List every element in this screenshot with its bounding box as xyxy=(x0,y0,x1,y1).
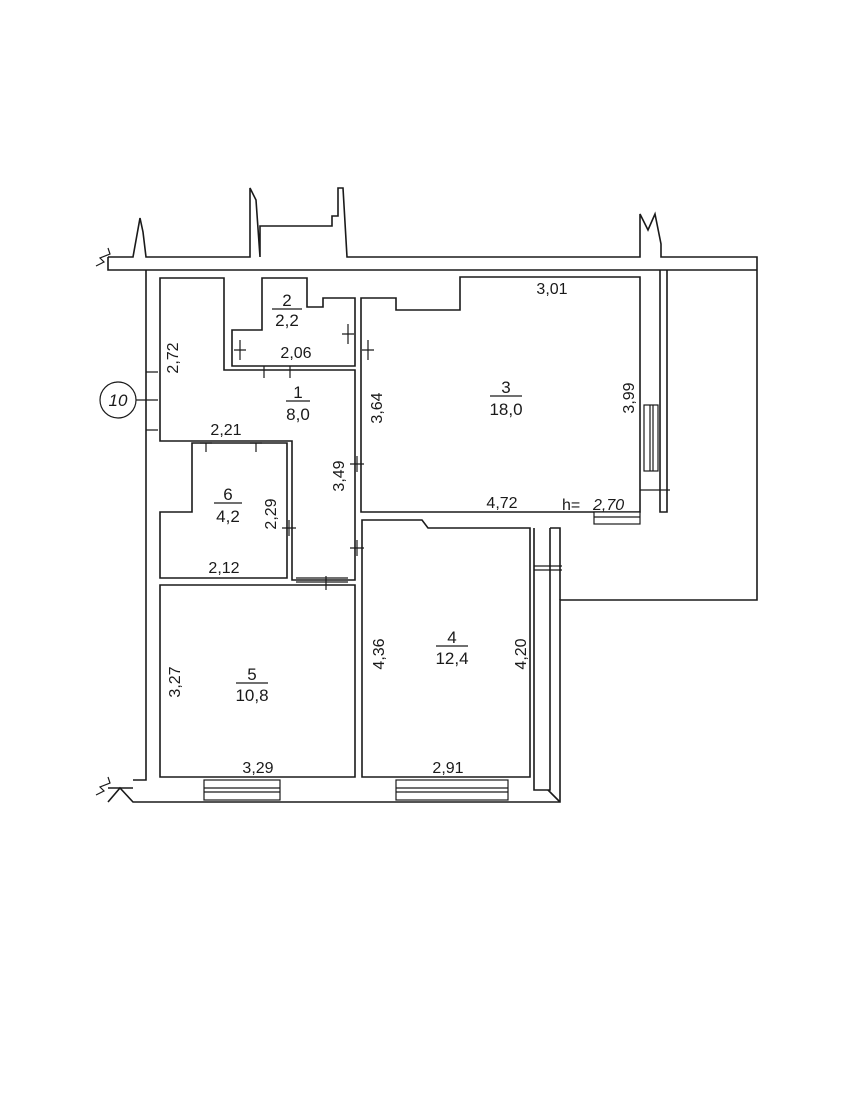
dimension-labels: 2,72 2,21 3,49 2,06 3,01 3,64 3,99 4,72 … xyxy=(165,281,638,777)
room-3-label: 3 18,0 xyxy=(489,378,522,419)
room-1-outline xyxy=(159,277,356,581)
room-5-outline xyxy=(159,584,356,778)
room-1-label: 1 8,0 xyxy=(286,383,310,424)
door-markers xyxy=(136,324,670,590)
room-3-area: 18,0 xyxy=(489,400,522,419)
room-4-outline xyxy=(361,519,531,778)
dim-room-6-bottom: 2,12 xyxy=(208,560,239,577)
dim-room-3-left: 3,64 xyxy=(369,392,386,423)
dim-room-4-left: 4,36 xyxy=(371,638,388,669)
room-1-number: 1 xyxy=(293,383,302,402)
dim-room-3-bottom: 4,72 xyxy=(486,495,517,512)
room-2-area: 2,2 xyxy=(275,311,299,330)
dim-room-5-left: 3,27 xyxy=(167,666,184,697)
ceiling-height-prefix: h= xyxy=(562,497,580,514)
room-2-label: 2 2,2 xyxy=(272,291,302,330)
room-4-number: 4 xyxy=(447,628,456,647)
dim-room-3-right: 3,99 xyxy=(621,382,638,413)
room-5-label: 5 10,8 xyxy=(235,665,268,705)
window-room-5 xyxy=(203,779,281,801)
axis-marker-circle xyxy=(99,381,137,419)
windows xyxy=(203,404,659,801)
room-6-area: 4,2 xyxy=(216,507,240,526)
room-3-outline xyxy=(360,276,641,513)
ceiling-height-label: h= 2,70 xyxy=(562,497,624,514)
window-room-3-bottom xyxy=(593,511,641,525)
room-2-outline xyxy=(231,277,356,367)
dim-room-1-left: 2,72 xyxy=(165,342,182,373)
room-3-number: 3 xyxy=(501,378,510,397)
axis-marker: 10 xyxy=(99,381,137,419)
window-room-3-side xyxy=(643,404,659,472)
dim-room-4-right: 4,20 xyxy=(513,638,530,669)
wall-break-symbols xyxy=(95,247,111,796)
room-4-label: 4 12,4 xyxy=(435,628,468,668)
room-2-number: 2 xyxy=(282,291,291,310)
dim-room-4-bottom: 2,91 xyxy=(432,760,463,777)
axis-marker-label: 10 xyxy=(109,391,128,410)
room-6-number: 6 xyxy=(223,485,232,504)
room-5-number: 5 xyxy=(247,665,256,684)
window-room-4 xyxy=(395,779,509,801)
room-6-outline xyxy=(159,442,288,579)
room-1-area: 8,0 xyxy=(286,405,310,424)
dim-room-3-top: 3,01 xyxy=(536,281,567,298)
dim-room-5-bottom: 3,29 xyxy=(242,760,273,777)
room-6-label: 6 4,2 xyxy=(214,485,242,526)
dim-room-1-right: 3,49 xyxy=(331,460,348,491)
dim-room-2-bottom: 2,06 xyxy=(280,345,311,362)
ceiling-height-value: 2,70 xyxy=(592,497,624,514)
dim-room-1-bottom: 2,21 xyxy=(210,422,241,439)
exterior-walls xyxy=(107,187,758,803)
room-4-area: 12,4 xyxy=(435,649,468,668)
dim-room-6-right: 2,29 xyxy=(263,498,280,529)
room-5-area: 10,8 xyxy=(235,686,268,705)
